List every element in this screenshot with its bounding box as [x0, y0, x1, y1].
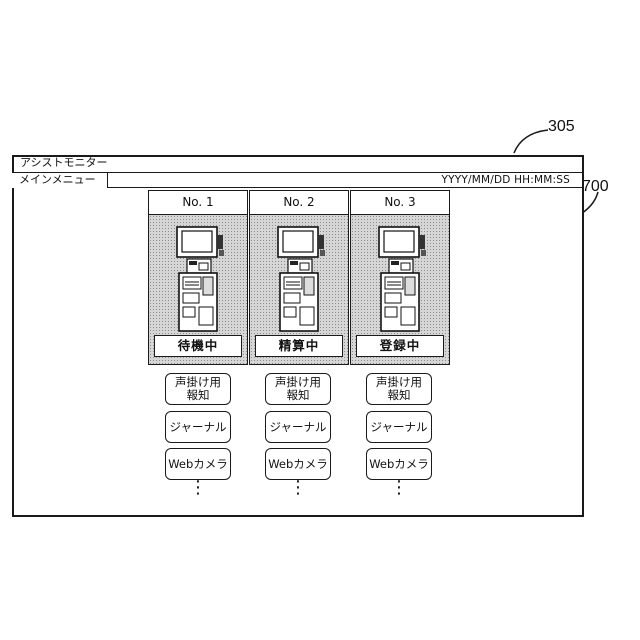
checkout-terminal-icon — [371, 225, 431, 333]
terminal-2-status: 精算中 — [255, 335, 343, 357]
leader-305 — [514, 130, 548, 153]
ref-label-305: 305 — [548, 118, 575, 136]
terminal-2-more-indicator: ⋮ — [265, 484, 331, 510]
call-alert-label-line2: 報知 — [175, 389, 221, 402]
terminal-3-header: No. 3 — [350, 190, 450, 215]
checkout-terminal-icon — [169, 225, 229, 333]
ref-label-700: 700 — [582, 178, 609, 196]
call-alert-label-line2: 報知 — [275, 389, 321, 402]
terminal-3-status: 登録中 — [356, 335, 444, 357]
terminal-2-web-camera-button[interactable]: Webカメラ — [265, 448, 331, 480]
call-alert-label: 声掛け用報知 — [175, 376, 221, 402]
call-alert-label-line2: 報知 — [376, 389, 422, 402]
terminal-1-status: 待機中 — [154, 335, 242, 357]
terminal-3-more-indicator: ⋮ — [366, 484, 432, 510]
terminal-1-journal-button[interactable]: ジャーナル — [165, 411, 231, 443]
terminal-1-header: No. 1 — [148, 190, 248, 215]
call-alert-label: 声掛け用報知 — [376, 376, 422, 402]
terminal-2-header: No. 2 — [249, 190, 349, 215]
terminal-3-call-alert-button[interactable]: 声掛け用報知 — [366, 373, 432, 405]
terminal-2-journal-button[interactable]: ジャーナル — [265, 411, 331, 443]
call-alert-label: 声掛け用報知 — [275, 376, 321, 402]
terminal-1-more-indicator: ⋮ — [165, 484, 231, 510]
main-menu-button[interactable]: メインメニュー — [12, 173, 108, 188]
checkout-terminal-icon — [270, 225, 330, 333]
terminal-2-call-alert-button[interactable]: 声掛け用報知 — [265, 373, 331, 405]
terminal-3-journal-button[interactable]: ジャーナル — [366, 411, 432, 443]
terminal-3-web-camera-button[interactable]: Webカメラ — [366, 448, 432, 480]
terminal-1-call-alert-button[interactable]: 声掛け用報知 — [165, 373, 231, 405]
window-title: アシストモニター — [12, 155, 584, 173]
datetime-display: YYYY/MM/DD HH:MM:SS — [442, 173, 570, 188]
terminal-1-web-camera-button[interactable]: Webカメラ — [165, 448, 231, 480]
